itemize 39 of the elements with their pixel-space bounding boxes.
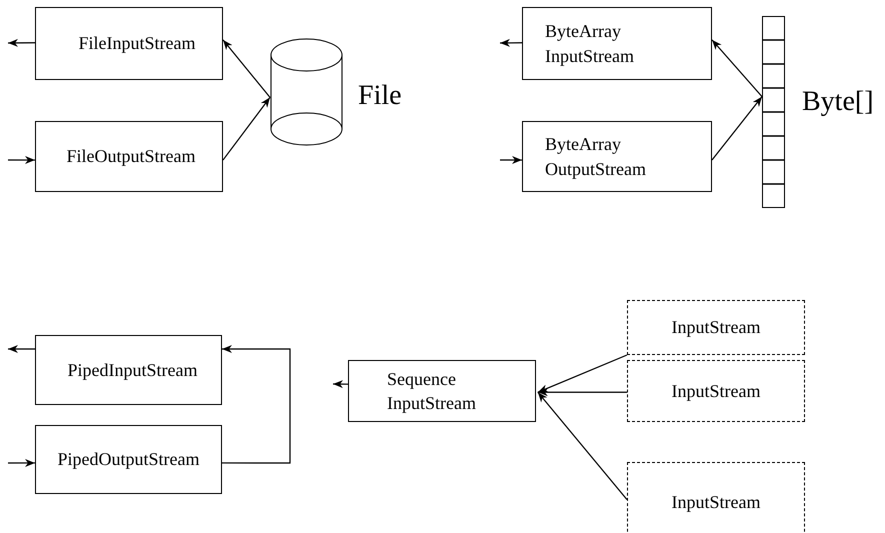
box-label: FileInputStream: [78, 32, 196, 56]
dashed-box: [627, 360, 805, 422]
arrow: [222, 97, 270, 160]
arrow: [333, 380, 348, 388]
stream-box: [35, 7, 223, 80]
stream-box: [522, 7, 712, 80]
arrow: [222, 345, 291, 464]
box-label: InputStream: [672, 380, 760, 403]
dashed-box: [627, 462, 805, 533]
arrow: [500, 156, 522, 164]
arrow: [8, 156, 35, 164]
arrow: [222, 39, 270, 98]
box-label: FileOutputStream: [66, 145, 196, 168]
box-label: PipedInputStream: [68, 358, 198, 382]
stream-box: [35, 425, 222, 494]
arrow: [8, 458, 35, 467]
arrow: [500, 38, 522, 47]
stream-box: [35, 121, 223, 192]
box-label: PipedOutputStream: [58, 448, 200, 472]
arrow: [712, 39, 762, 98]
stream-box: [522, 121, 712, 192]
box-label: InputStream: [672, 316, 760, 340]
side-label: Byte[]: [802, 88, 874, 116]
file-cylinder: [270, 38, 343, 146]
box-label: InputStream: [672, 490, 760, 514]
arrow: [8, 38, 35, 47]
box-label: Sequence InputStream: [387, 368, 477, 415]
stream-box: [348, 360, 536, 422]
arrow: [8, 345, 35, 353]
dashed-box: [627, 300, 805, 355]
byte-array: [762, 16, 785, 208]
stream-box: [35, 335, 222, 405]
arrow: [537, 392, 628, 500]
arrow: [538, 354, 628, 393]
box-label: ByteArray InputStream: [545, 20, 635, 68]
side-label: File: [358, 82, 402, 110]
arrow: [538, 388, 627, 396]
box-label: ByteArray OutputStream: [545, 133, 647, 181]
arrow: [712, 96, 762, 160]
